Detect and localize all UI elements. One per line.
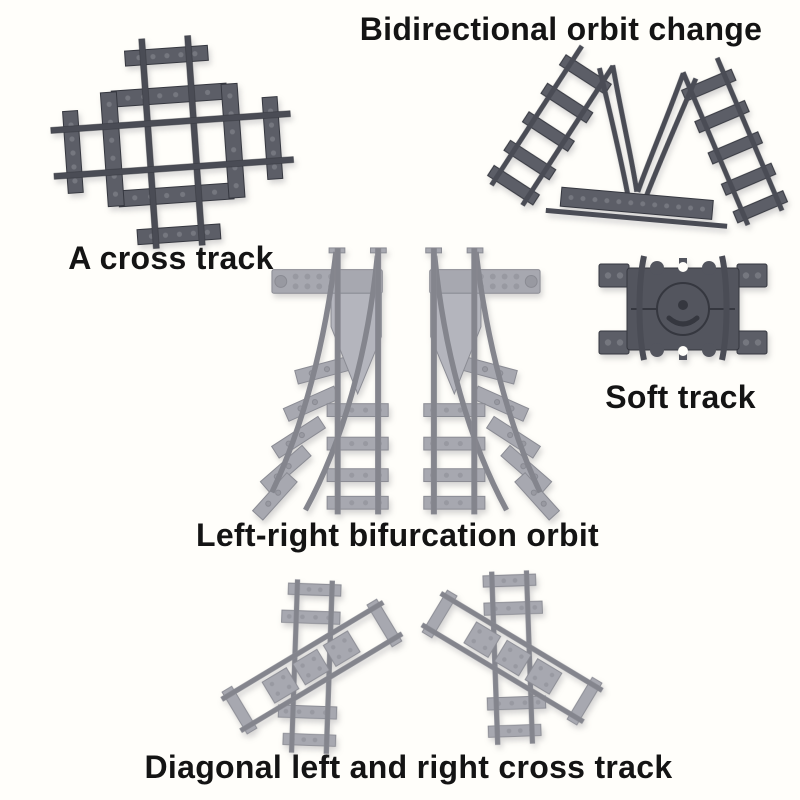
label-soft-track: Soft track: [605, 379, 756, 415]
diagonal-cross-right-illustration: [416, 567, 608, 748]
bidirectional-orbit-change-photo: [486, 44, 789, 231]
label-diagonal-left-right-cross-track: Diagonal left and right cross track: [144, 749, 673, 785]
switch-track-right-photo: [408, 246, 546, 518]
diagonal-cross-right-photo: [416, 567, 608, 748]
cross-track-photo: [50, 35, 294, 249]
right-switch-illustration: [408, 246, 546, 518]
left-switch-illustration: [266, 246, 404, 518]
soft-track-photo: [597, 255, 769, 362]
switch-track-left-photo: [266, 246, 404, 518]
diagonal-cross-left-illustration: [216, 576, 408, 757]
label-bidirectional-orbit-change: Bidirectional orbit change: [359, 11, 763, 47]
perpendicular-crossing-track-illustration: [50, 35, 294, 249]
label-a-cross-track: A cross track: [68, 240, 274, 276]
label-left-right-bifurcation-orbit: Left-right bifurcation orbit: [195, 517, 599, 553]
double-switch-wye-track-illustration: [486, 44, 789, 229]
diagonal-cross-left-photo: [216, 576, 408, 757]
flexible-track-segment-illustration: [598, 255, 768, 361]
